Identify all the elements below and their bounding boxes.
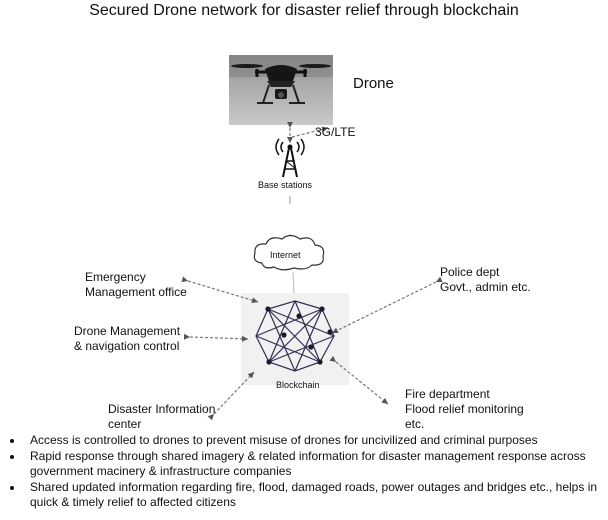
blockchain-node-icons [265, 306, 333, 365]
note-item: Rapid response through shared imagery & … [8, 449, 606, 479]
tower-icon [275, 138, 305, 178]
base-stations-label: Base stations [258, 180, 313, 190]
note-item: Shared updated information regarding fir… [8, 480, 606, 510]
cloud-icon [253, 234, 325, 271]
blockchain-label: Blockchain [276, 380, 320, 390]
notes-list: Access is controlled to drones to preven… [8, 433, 606, 511]
internet-label: Internet [270, 250, 301, 260]
blockchain-network-icon [255, 300, 335, 372]
link-label-3g-lte: 3G/LTE [315, 125, 356, 139]
police-dept-label: Police dept Govt., admin etc. [440, 265, 531, 294]
diagram-title: Secured Drone network for disaster relie… [89, 2, 519, 19]
fire-department-label: Fire department Flood relief monitoring … [405, 387, 524, 431]
emergency-management-label: Emergency Management office [85, 270, 187, 299]
drone-image [229, 55, 333, 125]
drone-label: Drone [353, 75, 394, 92]
disaster-information-label: Disaster Information center [108, 402, 216, 431]
note-item: Access is controlled to drones to preven… [8, 433, 606, 448]
drone-management-label: Drone Management & navigation control [74, 324, 181, 353]
